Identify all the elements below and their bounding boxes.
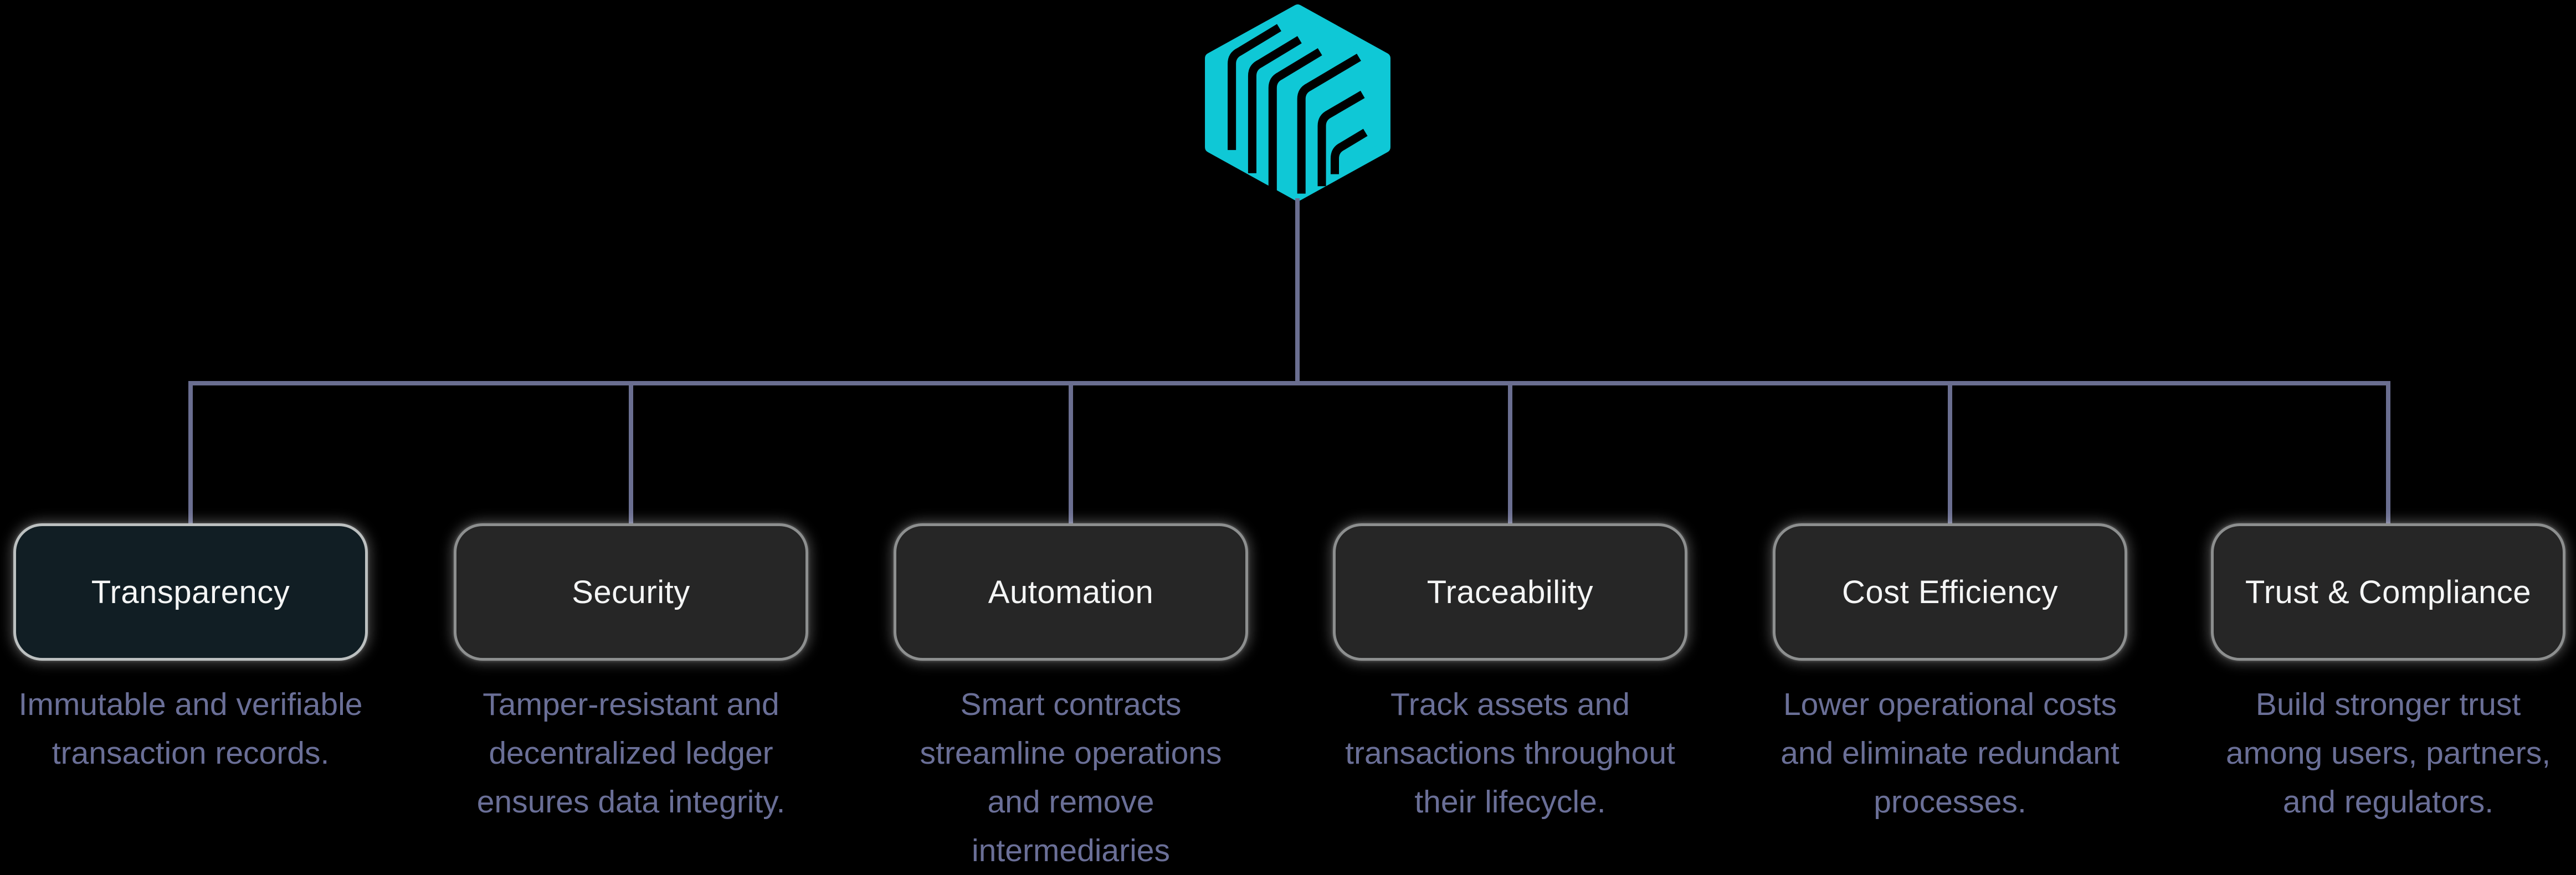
node-description-cost-efficiency: Lower operational costs and eliminate re…: [1780, 687, 2120, 820]
node-label: Automation: [988, 574, 1154, 610]
node-label: Security: [572, 574, 690, 610]
node-description-transparency: Immutable and verifiable transaction rec…: [18, 687, 363, 771]
connector-drop-automation: [1069, 381, 1073, 526]
node-box-security: Security: [454, 523, 808, 661]
node-description-security: Tamper-resistant and decentralized ledge…: [476, 687, 786, 820]
blockchain-cube-logo-icon: [1205, 4, 1390, 201]
connector-drop-trust-compliance: [2386, 381, 2390, 526]
connector-drop-transparency: [188, 381, 193, 526]
node-label: Trust & Compliance: [2245, 574, 2532, 610]
node-description-trust-compliance: Build stronger trust among users, partne…: [2225, 687, 2551, 820]
node-box-cost-efficiency: Cost Efficiency: [1773, 523, 2127, 661]
node-label: Transparency: [91, 574, 290, 610]
connector-drop-security: [629, 381, 633, 526]
node-box-trust-compliance: Trust & Compliance: [2211, 523, 2565, 661]
connector-drop-traceability: [1508, 381, 1512, 526]
node-description-traceability: Track assets and transactions throughout…: [1345, 687, 1675, 820]
node-box-automation: Automation: [894, 523, 1248, 661]
node-label: Traceability: [1426, 574, 1594, 610]
node-description-automation: Smart contracts streamline operations an…: [920, 687, 1222, 868]
node-box-traceability: Traceability: [1333, 523, 1687, 661]
node-label: Cost Efficiency: [1841, 574, 2059, 610]
connector-drop-cost-efficiency: [1948, 381, 1952, 526]
connector-horizontal-line: [188, 381, 2390, 385]
node-box-transparency: Transparency: [13, 523, 368, 661]
root-connector-line: [1295, 198, 1300, 383]
